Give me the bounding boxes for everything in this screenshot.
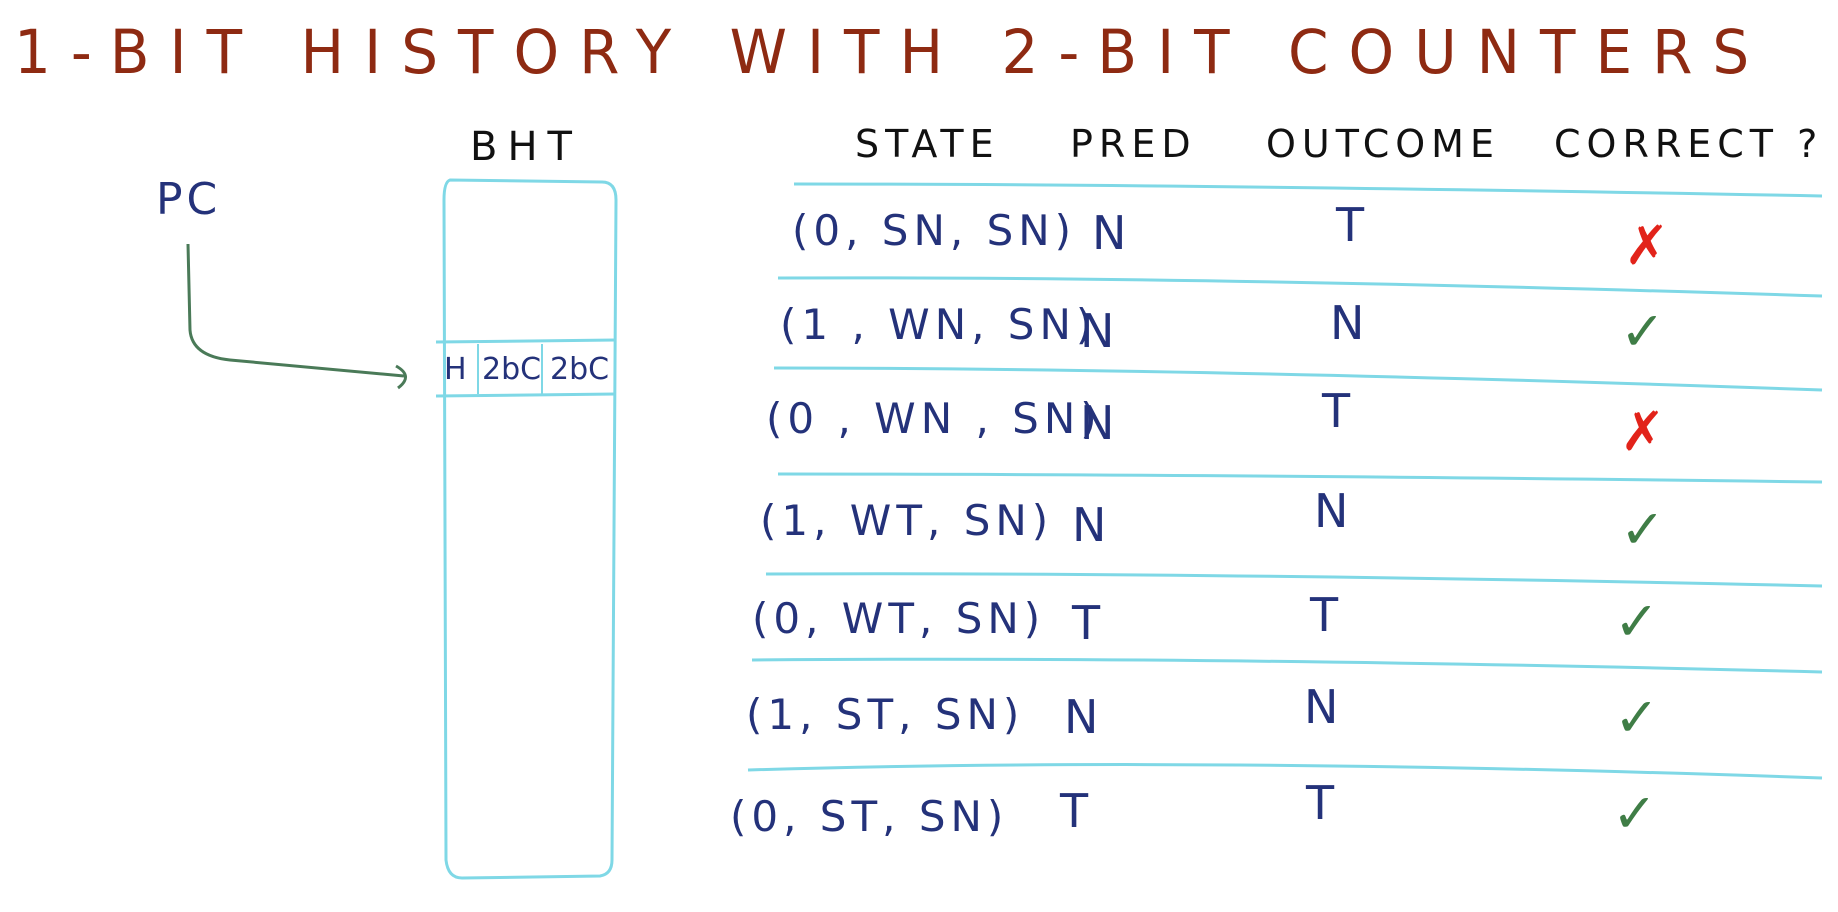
row-correct-mark: ✓ [1620,300,1666,363]
row-outcome: T [1336,198,1365,252]
row-line [765,572,1823,588]
row-outcome: N [1314,484,1349,538]
row-line [751,657,1823,674]
row-state: (0, WT, SN) [752,594,1046,643]
header-state: STATE [855,122,1000,166]
row-line [773,366,1823,392]
row-state: (1, ST, SN) [746,690,1025,739]
row-correct-mark: ✓ [1620,498,1666,561]
diagram-title: 1-BIT HISTORY WITH 2-BIT COUNTERS [14,16,1770,88]
bht-entry-top-line [435,338,617,344]
row-pred: N [1080,396,1115,450]
row-state: (0 , WN , SN) [766,394,1102,443]
row-outcome: N [1304,680,1339,734]
bht-table-outline [442,178,618,880]
row-pred: N [1080,304,1115,358]
row-line [793,182,1823,198]
bht-label: BHT [470,124,582,170]
row-state: (1, WT, SN) [760,496,1054,545]
table-row-lines [747,182,1823,780]
row-correct-mark: ✓ [1612,782,1658,845]
row-pred: T [1060,784,1089,838]
row-outcome: T [1306,776,1335,830]
row-state: (1 , WN, SN) [780,300,1098,349]
row-correct-mark: ✗ [1620,400,1666,463]
row-correct-mark: ✓ [1614,590,1660,653]
bht-entry-bottom-line [435,392,617,398]
pc-label: PC [156,174,222,225]
row-outcome: N [1330,296,1365,350]
row-outcome: T [1310,588,1339,642]
row-line [777,276,1823,298]
bht-entry-counter-1: 2bC [482,352,542,387]
header-pred: PRED [1070,122,1197,166]
row-line [777,472,1823,484]
bht-entry-counter-2: 2bC [550,352,610,387]
pc-arrow-head [395,364,407,390]
header-correct: CORRECT ? [1554,122,1824,166]
row-state: (0, ST, SN) [730,792,1009,841]
row-pred: T [1072,596,1101,650]
bht-entry-history: H [444,352,467,387]
header-outcome: OUTCOME [1266,122,1500,166]
row-pred: N [1064,690,1099,744]
row-state: (0, SN, SN) [792,206,1077,255]
row-pred: N [1092,206,1127,260]
pc-arrow [186,243,405,378]
row-outcome: T [1322,384,1351,438]
row-correct-mark: ✗ [1624,214,1670,277]
row-pred: N [1072,498,1107,552]
row-line [747,763,1823,780]
row-correct-mark: ✓ [1614,686,1660,749]
